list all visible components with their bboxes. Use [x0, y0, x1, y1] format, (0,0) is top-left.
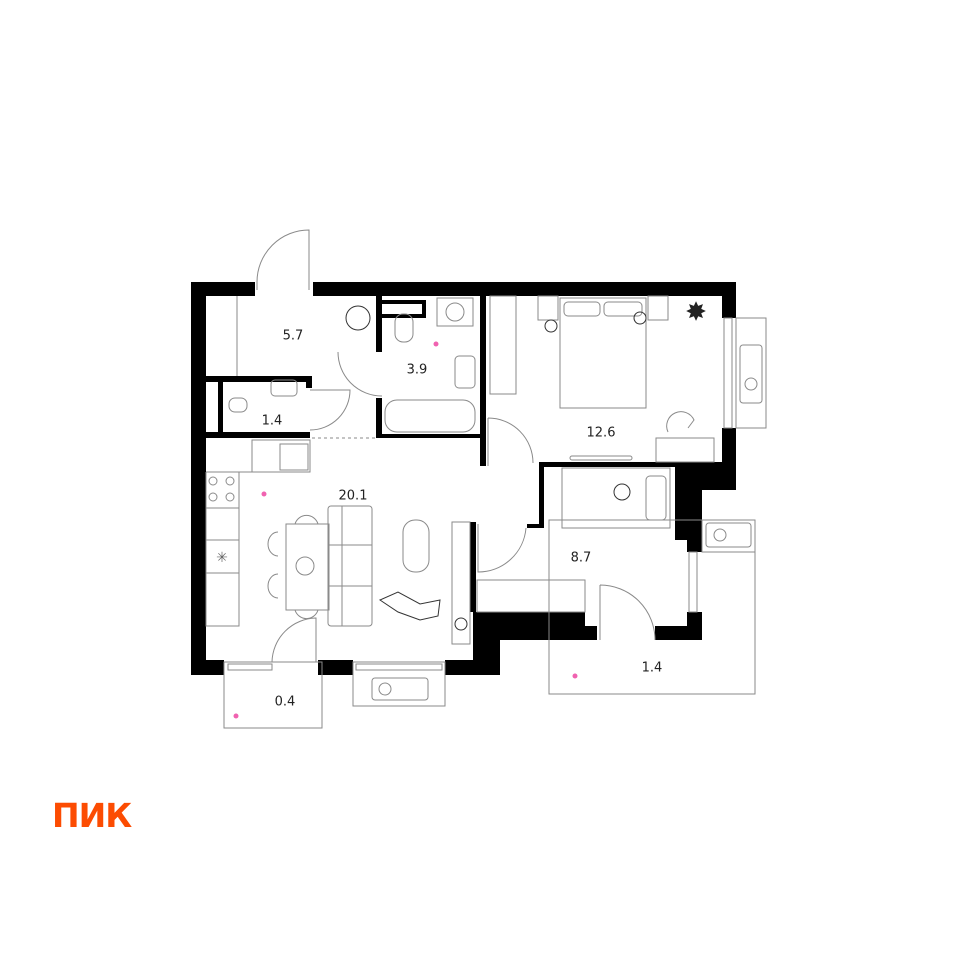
doors: [256, 229, 656, 663]
room-area-balcony: 0.4: [275, 695, 296, 710]
room-area-bathroom: 3.9: [407, 363, 428, 378]
svg-text:✸: ✸: [685, 298, 707, 328]
furniture: ✳ ✸: [205, 295, 715, 645]
marker-dot: [433, 341, 439, 347]
markers: [233, 341, 578, 719]
marker-dot: [261, 491, 267, 497]
room-area-bedroom: 12.6: [587, 426, 616, 441]
room-labels: 5.7 3.9 1.4 12.6 20.1 8.7 1.4 0.4: [262, 329, 663, 710]
walls: [191, 282, 736, 675]
room-area-wc: 1.4: [262, 414, 283, 429]
marker-dot: [233, 713, 239, 719]
svg-text:✳: ✳: [216, 550, 228, 566]
room-area-kitchen-living: 20.1: [339, 489, 368, 504]
room-area-children-room: 8.7: [571, 551, 592, 566]
room-area-hallway: 5.7: [283, 329, 304, 344]
marker-dot: [572, 673, 578, 679]
pik-logo: ПИК: [52, 796, 132, 835]
room-area-loggia: 1.4: [642, 661, 663, 676]
